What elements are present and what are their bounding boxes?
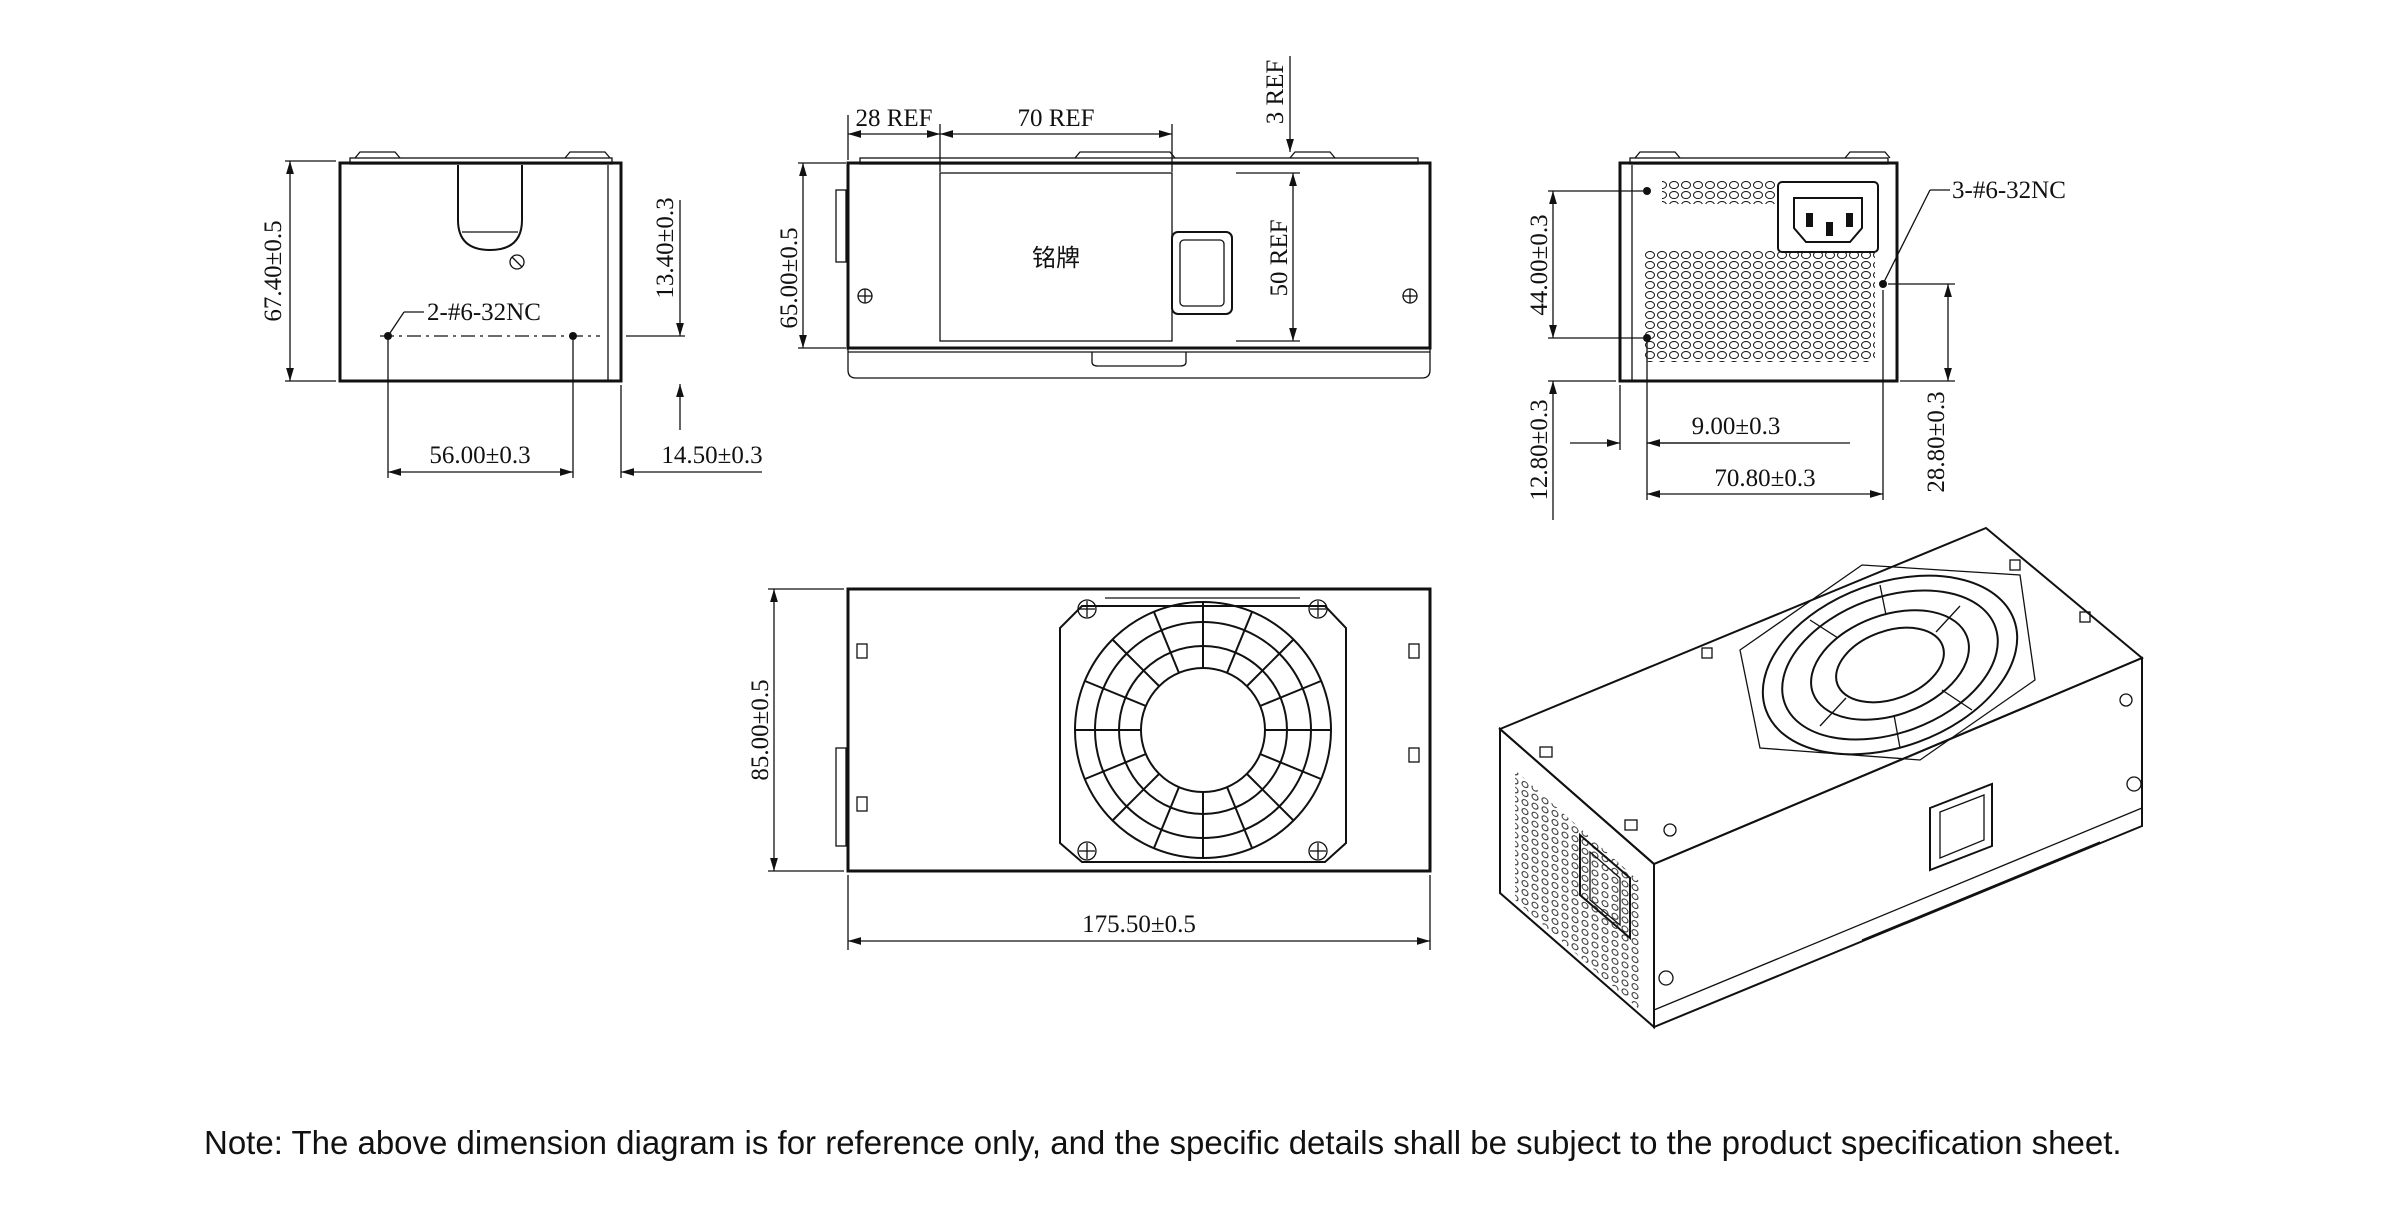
side-height-dim: 65.00±0.5 <box>776 227 803 328</box>
rear-hole-offset-dim: 9.00±0.3 <box>1692 413 1781 440</box>
nameplate-label: 铭牌 <box>1032 244 1080 272</box>
front-hole-label: 2-#6-32NC <box>427 299 541 326</box>
side-label-height-dim: 50 REF <box>1266 219 1293 296</box>
rear-view: 3-#6-32NC 44.00±0.3 12.80±0.3 9.00±0.3 7… <box>1526 151 2066 520</box>
side-ref-width-dim: 70 REF <box>1017 105 1094 132</box>
front-hole-spacing-dim: 56.00±0.3 <box>429 442 530 469</box>
top-width-dim: 85.00±0.5 <box>747 679 774 780</box>
front-hole-height-dim: 13.40±0.3 <box>652 197 679 298</box>
front-height-dim: 67.40±0.5 <box>260 220 287 321</box>
rear-hole-spacing-dim: 70.80±0.3 <box>1714 465 1815 492</box>
reference-note: Note: The above dimension diagram is for… <box>204 1124 2122 1161</box>
rear-hole-right-height-dim: 28.80±0.3 <box>1923 391 1950 492</box>
side-ref-top-dim: 3 REF <box>1262 60 1289 125</box>
side-view: 铭牌 65.00±0.5 28 REF 70 REF 3 REF 50 REF <box>776 56 1432 379</box>
rear-hole-bottom-left-dim: 12.80±0.3 <box>1526 399 1553 500</box>
dimension-drawing: 67.40±0.5 13.40±0.3 2-#6-32NC 56.00±0.3 … <box>260 56 2144 1030</box>
side-ref-left-dim: 28 REF <box>855 105 932 132</box>
rear-hole-vertical-dim: 44.00±0.3 <box>1526 214 1553 315</box>
rear-hole-label: 3-#6-32NC <box>1952 177 2066 204</box>
top-length-dim: 175.50±0.5 <box>1082 911 1196 938</box>
front-view: 67.40±0.5 13.40±0.3 2-#6-32NC 56.00±0.3 … <box>260 151 763 478</box>
top-view: 85.00±0.5 175.50±0.5 <box>747 587 1432 950</box>
front-hole-edge-dim: 14.50±0.3 <box>661 442 762 469</box>
isometric-view <box>1498 526 2144 1030</box>
